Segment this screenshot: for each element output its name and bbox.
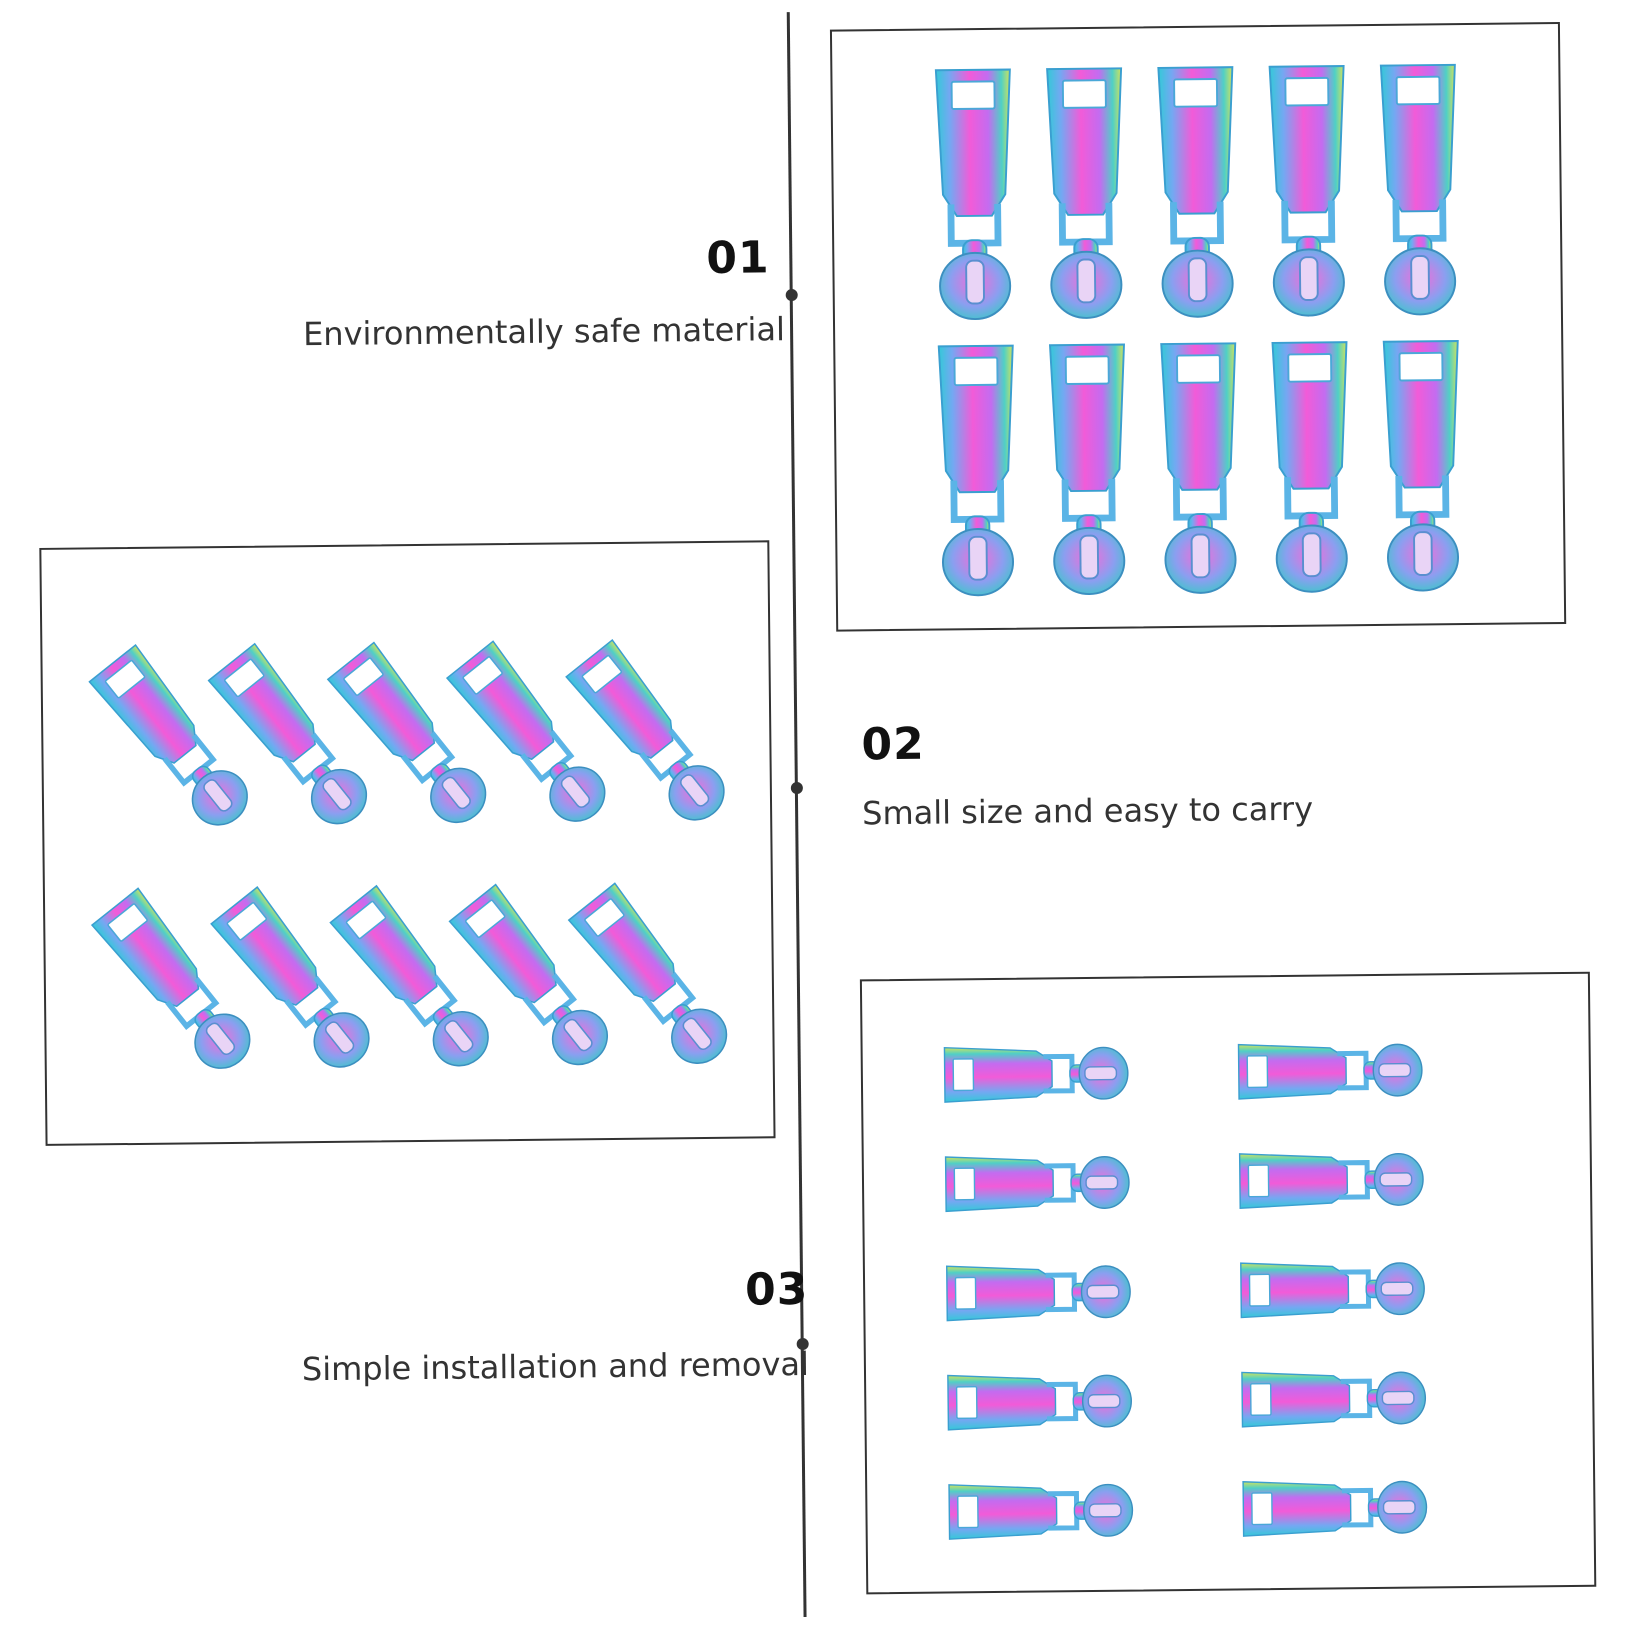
zipper-slider-icon xyxy=(1273,342,1350,592)
feature-number-2: 02 xyxy=(861,718,925,771)
product-photo-angled xyxy=(39,540,776,1146)
zipper-slider-icon xyxy=(944,1046,1128,1102)
zipper-slider-icon xyxy=(1384,341,1461,591)
zipper-slider-icon xyxy=(1381,65,1458,315)
zipper-slider-icon xyxy=(1047,68,1124,318)
timeline-dot-2 xyxy=(790,781,803,795)
zipper-slider-icon xyxy=(1161,343,1238,593)
feature-number-1: 01 xyxy=(706,232,770,284)
zipper-pulls-angled xyxy=(41,542,773,1144)
timeline-dot-3 xyxy=(796,1337,809,1351)
timeline-dot-1 xyxy=(785,288,798,302)
zipper-pulls-horizontal xyxy=(862,974,1594,1593)
feature-caption-1: Environmentally safe material xyxy=(302,310,786,354)
zipper-slider-icon xyxy=(1270,66,1347,316)
zipper-slider-icon xyxy=(1243,1480,1427,1536)
zipper-slider-icon xyxy=(1050,344,1127,594)
zipper-slider-icon xyxy=(936,69,1013,319)
feature-caption-3: Simple installation and removal xyxy=(301,1344,810,1389)
zipper-slider-icon xyxy=(948,1374,1132,1430)
zipper-slider-icon xyxy=(1158,67,1235,317)
zipper-slider-icon xyxy=(1241,1261,1425,1317)
zipper-slider-icon xyxy=(1239,1043,1423,1099)
zipper-slider-icon xyxy=(1242,1371,1426,1427)
zipper-slider-icon xyxy=(949,1483,1133,1539)
product-photo-horizontal xyxy=(859,971,1597,1595)
zipper-slider-icon xyxy=(946,1155,1130,1211)
zipper-slider-icon xyxy=(939,346,1016,596)
zipper-slider-icon xyxy=(1240,1152,1424,1208)
zipper-slider-icon xyxy=(947,1264,1131,1320)
product-photo-upright xyxy=(829,21,1567,632)
feature-caption-2: Small size and easy to carry xyxy=(861,789,1314,833)
zipper-pulls-upright xyxy=(832,24,1564,630)
feature-number-3: 03 xyxy=(744,1263,809,1316)
